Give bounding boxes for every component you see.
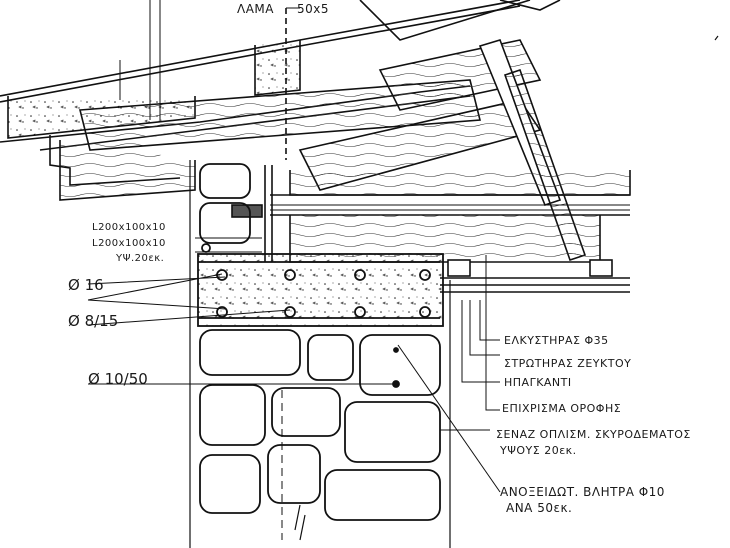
wall-decor bbox=[294, 35, 719, 541]
label-senaz-2: ΥΨΟΥΣ 20εκ. bbox=[500, 444, 577, 457]
leader-lines bbox=[87, 7, 501, 493]
label-senaz-1: ΣΕΝΑΖ ΟΠΛΙΣΜ. ΣΚΥΡΟΔΕΜΑΤΟΣ bbox=[496, 428, 691, 441]
label-epichrisma: ΕΠΙΧΡΙΣΜΑ ΟΡΟΦΗΣ bbox=[502, 402, 622, 415]
label-angle-2: L200x100x10 bbox=[92, 238, 166, 249]
label-dia-16: Ø 16 bbox=[68, 276, 104, 294]
label-anoxeid-1: ΑΝΟΞΕΙΔΩΤ. ΒΛΗΤΡΑ Φ10 bbox=[500, 485, 665, 499]
label-elkystiras: ΕΛΚΥΣΤΗΡΑΣ Φ35 bbox=[504, 334, 609, 347]
label-lama-size: 50x5 bbox=[297, 2, 330, 16]
label-ipagkanti: ΗΠΑΓΚΑΝΤΙ bbox=[504, 376, 572, 389]
label-lama: ΛΑΜΑ bbox=[237, 2, 274, 16]
roof-assembly bbox=[0, 0, 587, 262]
label-angle-height: ΥΨ.20εκ. bbox=[116, 253, 165, 264]
floor-beam bbox=[231, 165, 631, 293]
label-strotiras: ΣΤΡΩΤΗΡΑΣ ΖΕΥΚΤΟΥ bbox=[504, 357, 632, 370]
label-dia-8-15: Ø 8/15 bbox=[68, 312, 119, 330]
label-dia-10-50: Ø 10/50 bbox=[88, 370, 148, 388]
label-angle-1: L200x100x10 bbox=[92, 222, 166, 233]
label-anoxeid-2: ΑΝΑ 50εκ. bbox=[506, 501, 573, 515]
